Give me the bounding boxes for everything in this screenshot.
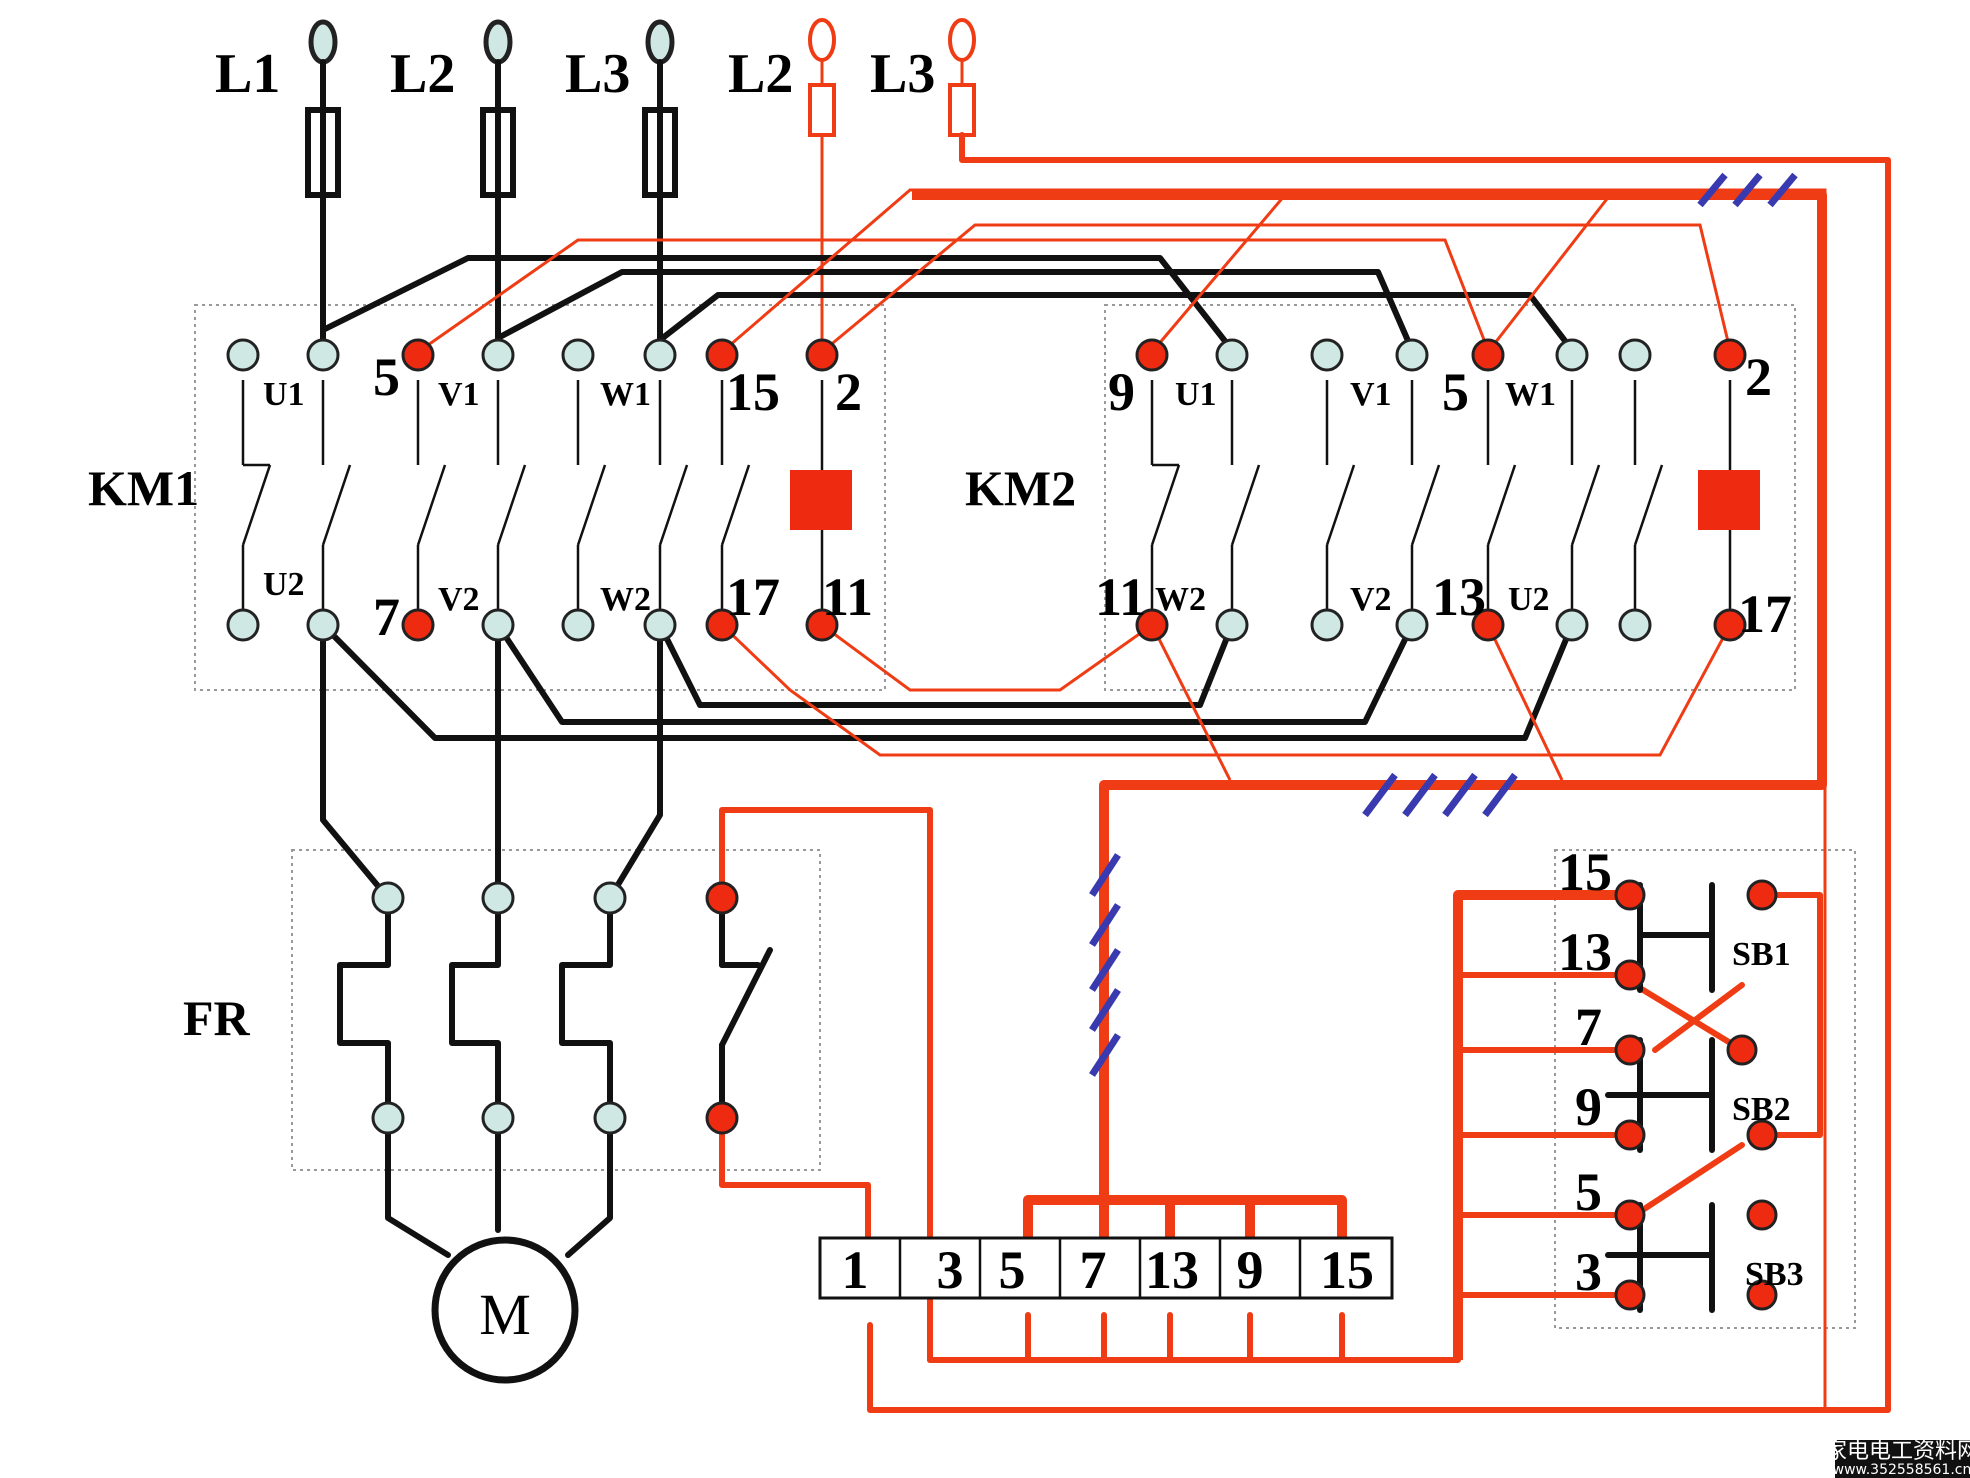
control-fuse-L2 xyxy=(808,83,836,137)
km2-label: KM2 xyxy=(965,460,1076,516)
km2-bottom-W2: W2 xyxy=(1155,581,1206,618)
km1-bottom-U2: U2 xyxy=(263,566,305,603)
km2-top-9: 9 xyxy=(1108,362,1135,422)
fr-terminals xyxy=(371,881,739,1135)
motor-symbol xyxy=(431,1236,579,1384)
sb3-label: SB3 xyxy=(1745,1256,1804,1293)
km2-bottom-11: 11 xyxy=(1095,567,1146,627)
strip-terminal-9: 9 xyxy=(1237,1240,1264,1300)
km1-top-U1: U1 xyxy=(263,376,305,413)
control-supply-L3: L3 xyxy=(867,18,1891,1413)
km2-coil xyxy=(1698,470,1760,530)
watermark: 家电电工资料网 www.352558561.cn xyxy=(1825,1439,1970,1478)
fr-nc-contact xyxy=(719,895,773,1121)
control-fuse-L3 xyxy=(948,83,976,137)
km2-bottom-17: 17 xyxy=(1738,584,1792,644)
control-label-L3: L3 xyxy=(870,43,935,105)
fr-label: FR xyxy=(183,990,251,1046)
motor-label: M xyxy=(479,1282,531,1347)
km1-enclosure xyxy=(194,304,886,691)
power-wiring xyxy=(320,255,1575,1258)
km2-enclosure xyxy=(1104,304,1796,691)
sb1-label: SB1 xyxy=(1732,936,1791,973)
sb3-term-3: 3 xyxy=(1575,1242,1602,1302)
button-sb1: 15 13 SB1 xyxy=(1558,842,1791,1066)
fr-enclosure xyxy=(291,849,821,1171)
km1-bottom-11: 11 xyxy=(822,567,873,627)
control-terminal-L2 xyxy=(808,18,836,62)
strip-terminal-13: 13 xyxy=(1145,1240,1199,1300)
supply-terminal-L2 xyxy=(483,19,513,65)
km1-bottom-W2: W2 xyxy=(600,581,651,618)
terminal-strip: 1 3 5 7 13 9 15 xyxy=(818,1236,1394,1300)
button-sb2: 7 9 SB2 xyxy=(1575,997,1791,1153)
strip-terminal-7: 7 xyxy=(1080,1240,1107,1300)
sb1-term-13: 13 xyxy=(1558,922,1612,982)
cable-bundle-marks xyxy=(1089,172,1798,1077)
sb3-term-5: 5 xyxy=(1575,1162,1602,1222)
watermark-site: 家电电工资料网 xyxy=(1825,1439,1970,1464)
sb1-term-15: 15 xyxy=(1558,842,1612,902)
km1-top-15: 15 xyxy=(726,362,780,422)
km2-top-5: 5 xyxy=(1442,362,1469,422)
km2-terminals xyxy=(1135,338,1747,642)
km1-top-2: 2 xyxy=(835,362,862,422)
km1-top-5: 5 xyxy=(373,347,400,407)
strip-terminal-5: 5 xyxy=(999,1240,1026,1300)
km2-bottom-U2: U2 xyxy=(1508,581,1550,618)
supply-label-L1: L1 xyxy=(215,43,280,105)
supply-L1: L1 xyxy=(215,19,341,355)
supply-L3: L3 xyxy=(565,19,678,355)
watermark-url: www.352558561.cn xyxy=(1833,1462,1970,1478)
control-terminal-L3 xyxy=(948,18,976,62)
km1-top-V1: V1 xyxy=(438,376,480,413)
km1-bottom-7: 7 xyxy=(373,587,400,647)
supply-terminal-L1 xyxy=(308,19,338,65)
button-sb3: 5 3 SB3 xyxy=(1575,1162,1804,1313)
km2-top-U1: U1 xyxy=(1175,376,1217,413)
control-supply-L2: L2 xyxy=(728,18,836,352)
km1-terminals xyxy=(226,338,839,642)
km2-top-2: 2 xyxy=(1745,347,1772,407)
control-label-L2: L2 xyxy=(728,43,793,105)
km1-top-W1: W1 xyxy=(600,376,651,413)
km1-bottom-17: 17 xyxy=(726,567,780,627)
km2-top-W1: W1 xyxy=(1505,376,1556,413)
km1-contacts xyxy=(241,380,852,615)
km1-bottom-V2: V2 xyxy=(438,581,480,618)
supply-terminal-L3 xyxy=(645,19,675,65)
strip-terminal-3: 3 xyxy=(937,1240,964,1300)
sb2-term-7: 7 xyxy=(1575,997,1602,1057)
supply-L2: L2 xyxy=(390,19,516,355)
km2-bottom-V2: V2 xyxy=(1350,581,1392,618)
motor: M xyxy=(431,1236,579,1384)
strip-terminal-1: 1 xyxy=(842,1240,869,1300)
sb2-label: SB2 xyxy=(1732,1091,1791,1128)
km1-label: KM1 xyxy=(88,460,199,516)
strip-terminal-15: 15 xyxy=(1320,1240,1374,1300)
supply-label-L3: L3 xyxy=(565,43,630,105)
km1-coil xyxy=(790,470,852,530)
sb2-term-9: 9 xyxy=(1575,1077,1602,1137)
supply-label-L2: L2 xyxy=(390,43,455,105)
km2-contacts xyxy=(1150,380,1760,615)
buttons-enclosure xyxy=(1554,849,1856,1329)
km2-top-V1: V1 xyxy=(1350,376,1392,413)
km2-bottom-13: 13 xyxy=(1432,567,1486,627)
